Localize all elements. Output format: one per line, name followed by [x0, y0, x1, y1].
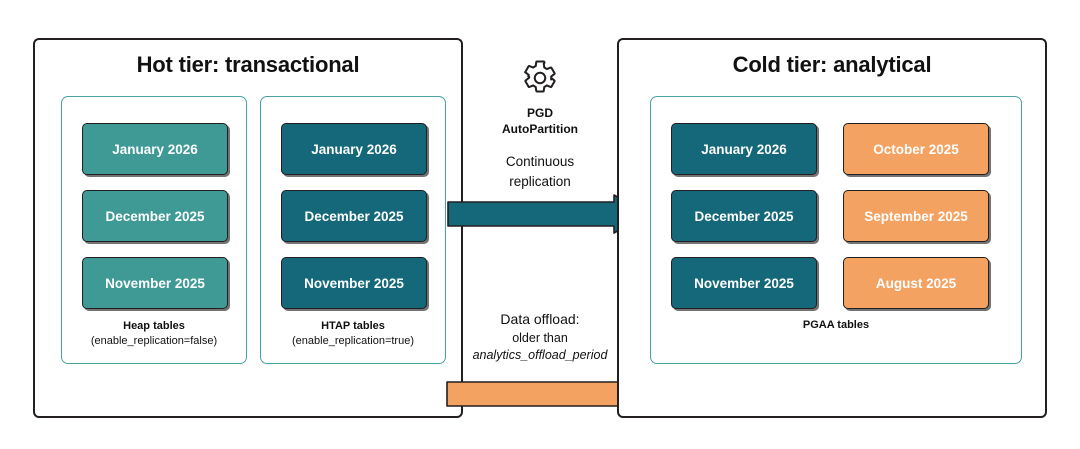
htap-tables-caption-sub: (enable_replication=true): [292, 335, 414, 348]
hot-tier-panel: Hot tier: transactional January 2026 Dec…: [33, 38, 463, 418]
pgaa-tables-group: January 2026 December 2025 November 2025…: [650, 96, 1022, 364]
cold-tier-title: Cold tier: analytical: [732, 52, 932, 77]
htap-tables-caption: HTAP tables (enable_replication=true): [261, 319, 445, 349]
heap-tables-group: January 2026 December 2025 November 2025…: [61, 96, 247, 364]
htap-tables-group: January 2026 December 2025 November 2025…: [260, 96, 446, 364]
chip-pgaa-october-2025: October 2025: [843, 123, 989, 175]
chip-pgaa-january-2026: January 2026: [671, 123, 817, 175]
pgd-autopartition-label: PGD AutoPartition: [463, 105, 617, 137]
pgd-label-line-1: PGD: [526, 106, 553, 120]
pgd-autopartition-icon-wrap: [463, 60, 617, 96]
replication-label-line-1: Continuous: [505, 154, 575, 169]
data-offload-label: Data offload: older than analytics_offlo…: [457, 310, 623, 365]
offload-label-line-3: analytics_offload_period: [472, 348, 608, 363]
hot-tier-title: Hot tier: transactional: [136, 52, 360, 77]
chip-heap-november-2025: November 2025: [82, 257, 228, 309]
chip-pgaa-september-2025: September 2025: [843, 190, 989, 242]
chip-heap-december-2025: December 2025: [82, 190, 228, 242]
cold-tier-panel: Cold tier: analytical January 2026 Decem…: [617, 38, 1047, 418]
offload-label-line-1: Data offload:: [500, 311, 580, 327]
heap-tables-caption-sub: (enable_replication=false): [90, 335, 218, 348]
chip-pgaa-august-2025: August 2025: [843, 257, 989, 309]
chip-pgaa-december-2025: December 2025: [671, 190, 817, 242]
heap-tables-caption-title: Heap tables: [123, 320, 185, 333]
chip-htap-january-2026: January 2026: [281, 123, 427, 175]
chip-htap-november-2025: November 2025: [281, 257, 427, 309]
chip-pgaa-november-2025: November 2025: [671, 257, 817, 309]
pgaa-tables-caption-title: PGAA tables: [802, 319, 870, 332]
chip-heap-january-2026: January 2026: [82, 123, 228, 175]
offload-label-line-2: older than: [512, 330, 568, 345]
continuous-replication-label: Continuous replication: [463, 152, 617, 191]
chip-htap-december-2025: December 2025: [281, 190, 427, 242]
pgaa-tables-caption: PGAA tables: [651, 318, 1021, 333]
pgd-label-line-2: AutoPartition: [502, 122, 578, 137]
htap-tables-caption-title: HTAP tables: [321, 320, 385, 333]
replication-label-line-2: replication: [509, 173, 571, 189]
gear-icon: [524, 60, 556, 93]
heap-tables-caption: Heap tables (enable_replication=false): [62, 319, 246, 349]
middle-column: PGD AutoPartition Continuous replication…: [463, 38, 617, 418]
